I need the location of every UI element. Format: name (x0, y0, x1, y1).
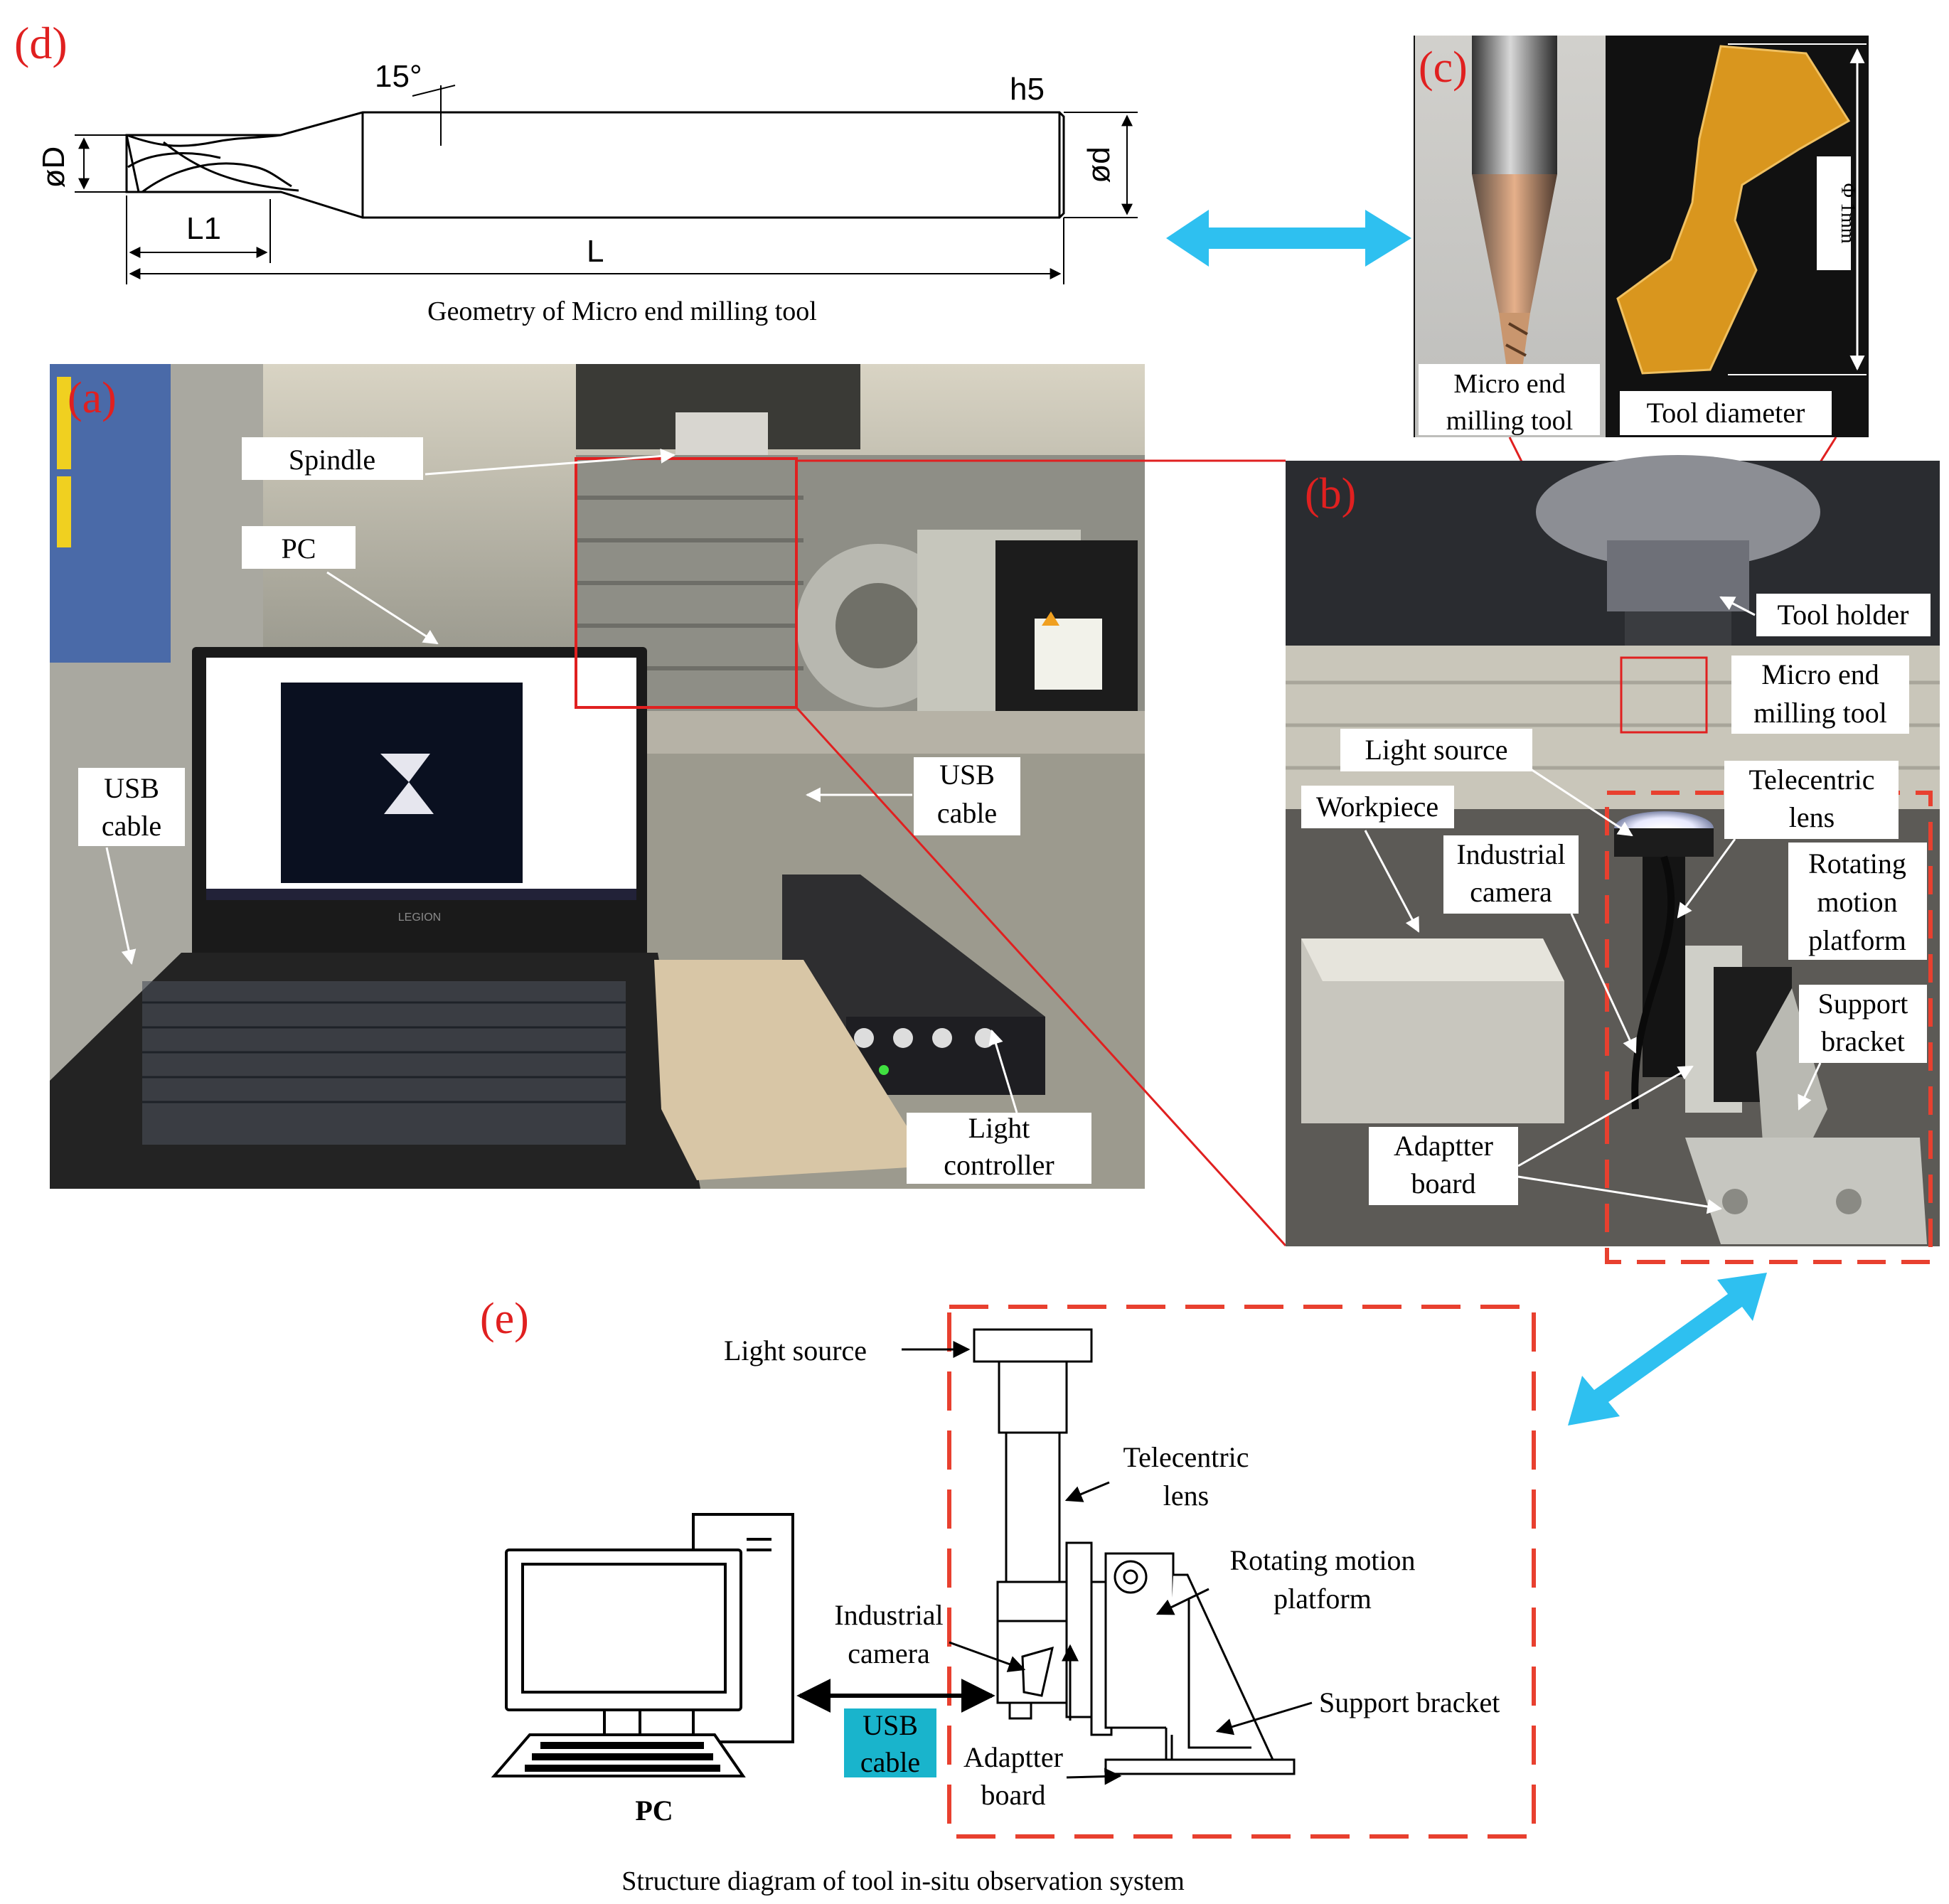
b-label-support-1: Support (1818, 988, 1908, 1020)
b-label-rotating-3: platform (1808, 924, 1906, 956)
a-label-light-controller-2: controller (944, 1149, 1054, 1181)
dashed-region-b (1605, 791, 1933, 1264)
c-label-micro-line2: milling tool (1446, 406, 1573, 436)
panel-b: (b) Tool holder Micro end milling tool L… (1286, 455, 1940, 1264)
a-label-pc: PC (282, 533, 316, 565)
b-label-workpiece: Workpiece (1316, 791, 1438, 823)
panel-a: LEGION (a) Spindle PC (50, 364, 1145, 1189)
b-label-industrial-camera-1: Industrial (1456, 838, 1565, 870)
panel-c: (c) Micro end milling tool Φ 1mm Tool di… (1414, 36, 1869, 437)
dim-tolerance: h5 (1010, 72, 1045, 107)
panel-label-a: (a) (68, 374, 117, 422)
b-label-micro-tool-1: Micro end (1761, 658, 1879, 690)
panel-d-caption: Geometry of Micro end milling tool (427, 296, 817, 326)
panel-e: (e) (480, 1295, 1536, 1896)
usb-cable-box (844, 1708, 936, 1777)
dim-flute-length: L1 (186, 211, 221, 246)
e-label-industrial-camera-2: camera (848, 1637, 930, 1669)
a-label-usb-left-1: USB (104, 772, 159, 804)
panel-label-d: (d) (14, 18, 68, 68)
dashed-region-e (947, 1305, 1536, 1839)
dim-total-length: L (587, 234, 604, 269)
a-label-usb-right-1: USB (939, 759, 995, 791)
laptop-brand: LEGION (398, 911, 441, 924)
double-arrow-top (1166, 210, 1411, 267)
e-label-light-source: Light source (724, 1335, 867, 1367)
e-label-adapter-2: board (981, 1779, 1045, 1811)
dim-tip-diameter: øD (36, 146, 71, 188)
e-label-rotating-1: Rotating motion (1229, 1544, 1415, 1576)
laptop-photo: LEGION (50, 647, 700, 1189)
b-label-telecentric-1: Telecentric (1748, 764, 1874, 796)
micro-tool-photo (1472, 36, 1557, 384)
e-label-telecentric-1: Telecentric (1123, 1441, 1249, 1473)
schematic-pc (491, 1513, 794, 1777)
e-label-pc: PC (635, 1795, 673, 1827)
b-label-adapter-2: board (1411, 1167, 1475, 1199)
tool-diameter-photo (1616, 43, 1867, 375)
panel-label-c: (c) (1419, 43, 1468, 92)
c-measure-label: Φ 1mm (1837, 183, 1859, 243)
double-arrow-diagonal (1568, 1273, 1767, 1426)
e-label-rotating-2: platform (1273, 1583, 1372, 1615)
panel-e-caption: Structure diagram of tool in-situ observ… (621, 1866, 1185, 1896)
a-label-usb-right-2: cable (937, 797, 997, 829)
e-label-usb-2: cable (860, 1746, 920, 1778)
a-label-light-controller-1: Light (968, 1112, 1030, 1144)
a-label-usb-left-2: cable (102, 810, 161, 842)
e-label-support: Support bracket (1319, 1686, 1500, 1718)
e-label-telecentric-2: lens (1163, 1480, 1209, 1512)
panel-label-b: (b) (1305, 470, 1356, 518)
b-label-micro-tool-2: milling tool (1753, 697, 1887, 729)
zoom-rect-a (575, 457, 798, 709)
b-label-light-source: Light source (1365, 734, 1507, 766)
a-label-spindle: Spindle (289, 444, 375, 476)
e-label-industrial-camera-1: Industrial (834, 1599, 943, 1631)
e-label-adapter-1: Adaptter (963, 1741, 1063, 1773)
panel-label-e: (e) (480, 1295, 529, 1343)
panel-d: (d) (14, 18, 1138, 326)
b-label-tool-holder: Tool holder (1778, 599, 1909, 631)
b-label-industrial-camera-2: camera (1470, 876, 1552, 908)
e-label-usb-1: USB (863, 1709, 918, 1741)
b-label-rotating-1: Rotating (1808, 847, 1906, 879)
c-label-diameter: Tool diameter (1647, 397, 1805, 429)
c-label-micro-line1: Micro end (1453, 369, 1565, 399)
b-label-rotating-2: motion (1817, 886, 1897, 918)
end-mill-drawing (75, 85, 1138, 284)
schematic-optics (973, 1328, 1296, 1775)
dim-shank-diameter: ød (1082, 146, 1116, 183)
b-label-support-2: bracket (1821, 1025, 1905, 1057)
b-label-adapter-1: Adaptter (1394, 1130, 1493, 1162)
dim-angle: 15° (375, 59, 422, 94)
b-label-telecentric-2: lens (1789, 801, 1835, 833)
